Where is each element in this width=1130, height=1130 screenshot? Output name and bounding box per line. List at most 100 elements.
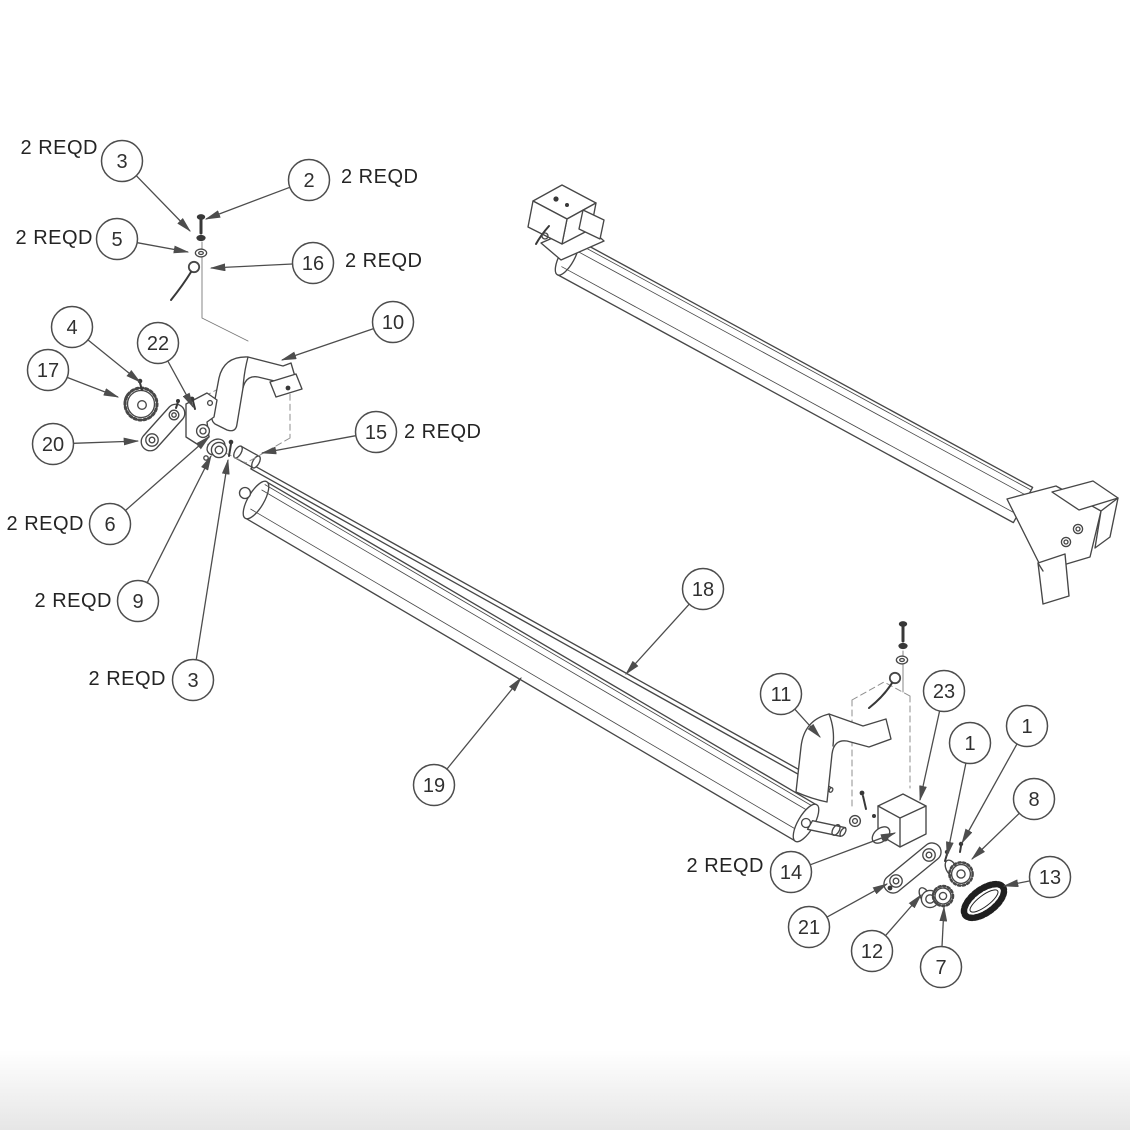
leader-line [146,454,212,583]
leader-line [446,676,522,770]
screw-icon [228,439,234,445]
screw-icon [898,621,908,627]
qty-label: 2 REQD [687,855,764,877]
leader-line [135,175,191,232]
balloon-circle [287,158,331,202]
balloon-20: 20 [31,422,140,466]
spring-clip-icon [888,671,902,685]
upper-roller-assembly-drawing [527,184,1119,605]
leader-line [280,327,374,361]
leader-line [137,242,190,254]
leader-line [73,437,140,446]
balloon-number: 19 [423,775,445,797]
balloon-16: 16 [209,241,335,285]
balloon-number: 18 [692,579,714,601]
qty-label: 2 REQD [35,590,112,612]
balloon-22: 22 [136,321,194,409]
leader-line [809,832,897,866]
washer-icon [203,455,209,461]
balloon-circle [787,905,831,949]
balloon-number: 21 [798,917,820,939]
leader-line [124,436,210,511]
upper-roller-seam-line [571,247,1029,497]
fastener-column-right [868,621,909,709]
balloon-14: 14 [769,832,897,894]
qty-label: 2 REQD [7,513,84,535]
roller-shaft [250,464,833,793]
spacer-icon [848,814,862,828]
axle-collar [831,824,841,836]
leader-line [1002,879,1031,888]
leader-line [195,458,230,660]
balloon-7: 7 [919,905,963,989]
leader-line [87,339,142,383]
balloon-number: 2 [303,170,314,192]
balloon-circle [26,348,70,392]
nut-icon [898,642,908,650]
balloon-number: 10 [382,312,404,334]
bracket-screw-icon [553,196,559,202]
balloon-number: 15 [365,422,387,444]
right-end-hardware-drawing [795,621,1008,922]
balloon-4: 4 [50,305,142,383]
balloon-number: 1 [964,733,975,755]
roller-tube [244,481,818,842]
balloon-13: 13 [1002,855,1072,899]
leader-line [625,603,690,675]
balloon-8: 8 [971,777,1056,860]
leader-line [794,708,821,738]
assembly-centerline [201,241,249,342]
balloon-number: 12 [861,941,883,963]
left-end-hardware-drawing [123,214,303,464]
qty-label: 2 REQD [16,227,93,249]
leader-line [167,360,194,409]
balloon-number: 8 [1028,789,1039,811]
screw-icon [859,790,865,796]
sprocket-bore [938,891,948,901]
balloon-21: 21 [787,883,889,949]
bearing-bracket-part [185,392,218,445]
flanged-bearing-left [203,438,234,461]
balloon-number: 6 [104,514,115,536]
balloon-19: 19 [412,676,522,807]
leader-line [961,743,1018,845]
balloon-1: 1 [961,704,1049,845]
sprocket-pair-part [931,841,974,908]
leader-line [260,435,356,455]
fastener-column-left [170,214,208,301]
upper-right-mount-bracket [1006,480,1119,605]
slotted-mount-plate-right [883,842,942,894]
lower-roller-exploded-drawing [233,445,847,843]
balloon-10: 10 [280,300,415,361]
balloon-3: 3 [171,458,230,702]
balloon-23: 23 [919,669,966,802]
sprocket-bore [956,869,966,879]
balloon-circle [922,669,966,713]
slotted-mount-plate-left [140,399,186,452]
qty-label: 2 REQD [341,166,418,188]
balloon-circle [1012,777,1056,821]
qty-label: 2 REQD [21,137,98,159]
balloon-circle [850,929,894,973]
balloon-number: 14 [780,862,802,884]
leader-line [919,710,941,802]
upper-left-mount-bracket [527,184,605,261]
balloon-1: 1 [946,721,992,858]
roller-shaft-end [828,787,834,793]
balloon-circle [948,721,992,765]
washer-icon [895,655,909,665]
balloon-number: 3 [116,151,127,173]
balloon-17: 17 [26,348,120,398]
qty-label: 2 REQD [89,668,166,690]
balloon-number: 17 [37,360,59,382]
balloon-3: 3 [100,139,191,232]
leader-line [209,263,293,272]
balloon-9: 9 [116,454,212,623]
washer-icon [194,248,208,258]
balloon-number: 7 [935,957,946,979]
balloon-circle [371,300,415,344]
balloon-number: 22 [147,333,169,355]
